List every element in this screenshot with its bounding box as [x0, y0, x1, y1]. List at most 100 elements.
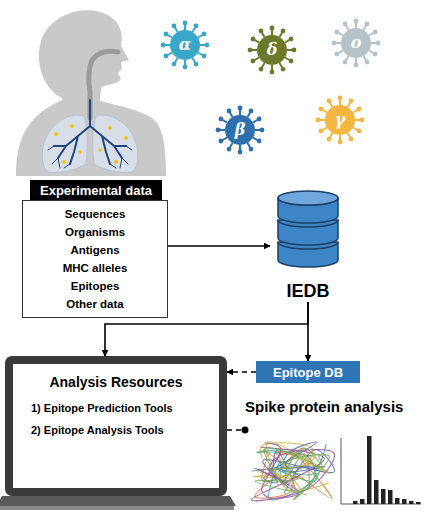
virus-icon: α: [160, 20, 210, 70]
virus-letter: ο: [351, 35, 362, 51]
chart-bar: [367, 436, 372, 504]
bronchi: [48, 100, 132, 168]
virus-spike-tip: [289, 59, 294, 64]
chart-bar: [388, 490, 393, 504]
virus-spike-tip: [373, 52, 378, 57]
virus-body: [225, 115, 255, 145]
right-lung: [93, 115, 138, 172]
virus-spike-tip: [248, 48, 253, 53]
virus-spike-tip: [319, 129, 324, 134]
chart-bar: [395, 498, 400, 504]
virus-spike-tip: [349, 137, 354, 142]
virus-spike-tip: [202, 32, 207, 37]
virus-icon: δ: [247, 25, 297, 75]
chart-bar: [416, 502, 421, 504]
virus-spike-tip: [183, 21, 188, 26]
virus-spike-tip: [164, 32, 169, 37]
laptop-screen: Analysis Resources 1) Epitope Prediction …: [5, 356, 227, 496]
virus-spike-tip: [249, 147, 254, 152]
connector: [227, 371, 256, 373]
virus-icon: γ: [315, 95, 365, 145]
virus-spike-tip: [365, 22, 370, 27]
cylinder-shape: [270, 186, 346, 270]
head-silhouette: [16, 10, 166, 176]
virus-body: [170, 30, 200, 60]
virus-spike-tip: [357, 129, 362, 134]
virus-spike-tip: [270, 26, 275, 31]
virus-spike-tip: [335, 30, 340, 35]
spike-analysis-panel: Spike protein analysis: [245, 398, 425, 508]
virus-spike-tip: [354, 19, 359, 24]
virus-spike-tip: [270, 70, 275, 75]
protein-structure: [255, 448, 329, 500]
virus-spike-tip: [289, 37, 294, 42]
virus-spike-tip: [227, 147, 232, 152]
heading: Experimental data: [40, 183, 152, 198]
virus-spike-tip: [281, 67, 286, 72]
virus-spike-tip: [194, 24, 199, 29]
virus-spike-tip: [354, 63, 359, 68]
box-label: Epitope DB: [273, 365, 343, 380]
virus-body: [341, 28, 371, 58]
virus-spike-tip: [281, 29, 286, 34]
list-item: Antigens: [70, 244, 119, 256]
connector-dot: [242, 427, 249, 434]
virus-spike-tip: [360, 118, 365, 123]
virus-spike-tip: [260, 128, 265, 133]
virus-spike-tip: [343, 60, 348, 65]
database-box: Epitope DB: [256, 361, 360, 383]
virus-spike-tip: [376, 41, 381, 46]
virus-spike-tip: [216, 128, 221, 133]
screen-text: Analysis Resources: [23, 374, 209, 390]
virus-spike-tip: [238, 106, 243, 111]
list-item: MHC alleles: [63, 262, 128, 274]
virus-letter: δ: [267, 42, 278, 58]
virus-icon: β: [215, 105, 265, 155]
virus-spike-tip: [373, 30, 378, 35]
virus-spike-tip: [332, 41, 337, 46]
virus-icon: ο: [331, 18, 381, 68]
virus-spike-tip: [357, 107, 362, 112]
virus-spike-tip: [238, 150, 243, 155]
chart-axis: [341, 438, 342, 504]
chart-bar: [360, 499, 365, 504]
virus-spike-tip: [251, 59, 256, 64]
database-label: IEDB: [286, 280, 329, 302]
airway: [89, 51, 118, 118]
virus-spike-tip: [365, 60, 370, 65]
virus-letter: β: [235, 122, 246, 138]
virus-spike-tip: [335, 52, 340, 57]
virus-spike-tip: [183, 65, 188, 70]
virus-spike-tip: [219, 139, 224, 144]
virus-spike-tip: [172, 24, 177, 29]
virus-spike-tip: [259, 29, 264, 34]
virus-spike-tip: [259, 67, 264, 72]
list-item: Other data: [66, 298, 124, 310]
list-item: Organisms: [65, 226, 125, 238]
cylinder: [278, 191, 338, 267]
virus-letter: α: [179, 37, 191, 53]
screen-text: 1) Epitope Prediction Tools: [31, 402, 209, 414]
virus-letter: γ: [335, 112, 346, 128]
data-list-box: SequencesOrganismsAntigensMHC allelesEpi…: [22, 200, 168, 318]
screen-text: 2) Epitope Analysis Tools: [31, 424, 209, 436]
panel-title: Spike protein analysis: [245, 398, 425, 415]
virus-spike-tip: [161, 43, 166, 48]
virus-spike-tip: [164, 54, 169, 59]
connector: [307, 302, 309, 361]
virus-spike-tip: [172, 62, 177, 67]
virus-spike-tip: [327, 99, 332, 104]
virus-spike-tip: [251, 37, 256, 42]
protein-structure: [251, 443, 335, 501]
virus-spike-tip: [349, 99, 354, 104]
virus-spike-tip: [202, 54, 207, 59]
virus-spike-tip: [219, 117, 224, 122]
chart-bar: [374, 480, 379, 504]
left-lung: [42, 115, 87, 172]
virus-spike-tip: [338, 96, 343, 101]
database-cylinder: IEDB: [270, 186, 346, 302]
virus-body: [325, 105, 355, 135]
virus-spike-tip: [316, 118, 321, 123]
virus-spike-tip: [327, 137, 332, 142]
